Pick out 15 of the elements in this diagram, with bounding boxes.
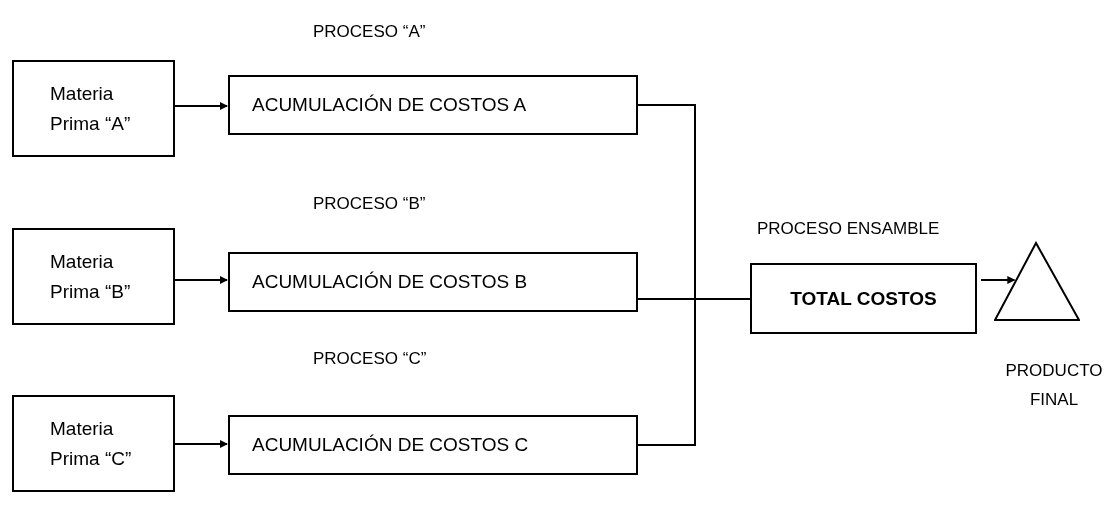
process-box: ACUMULACIÓN DE COSTOS B bbox=[228, 252, 638, 312]
material-box: Materia Prima “B” bbox=[12, 228, 175, 325]
process-label: PROCESO “A” bbox=[313, 21, 426, 43]
arrow bbox=[980, 276, 1016, 284]
total-box: TOTAL COSTOS bbox=[750, 263, 977, 334]
process-label: PROCESO ENSAMBLE bbox=[757, 218, 940, 240]
process-box: ACUMULACIÓN DE COSTOS C bbox=[228, 415, 638, 475]
material-box: Materia Prima “C” bbox=[12, 395, 175, 492]
node-label: PRODUCTO FINAL bbox=[1005, 360, 1103, 411]
process-label: PROCESO “B” bbox=[313, 193, 426, 215]
process-label: PROCESO “C” bbox=[313, 348, 427, 370]
material-box: Materia Prima “A” bbox=[12, 60, 175, 157]
process-box: ACUMULACIÓN DE COSTOS A bbox=[228, 75, 638, 135]
connector-line bbox=[637, 298, 751, 446]
triangle-shape bbox=[994, 241, 1080, 322]
